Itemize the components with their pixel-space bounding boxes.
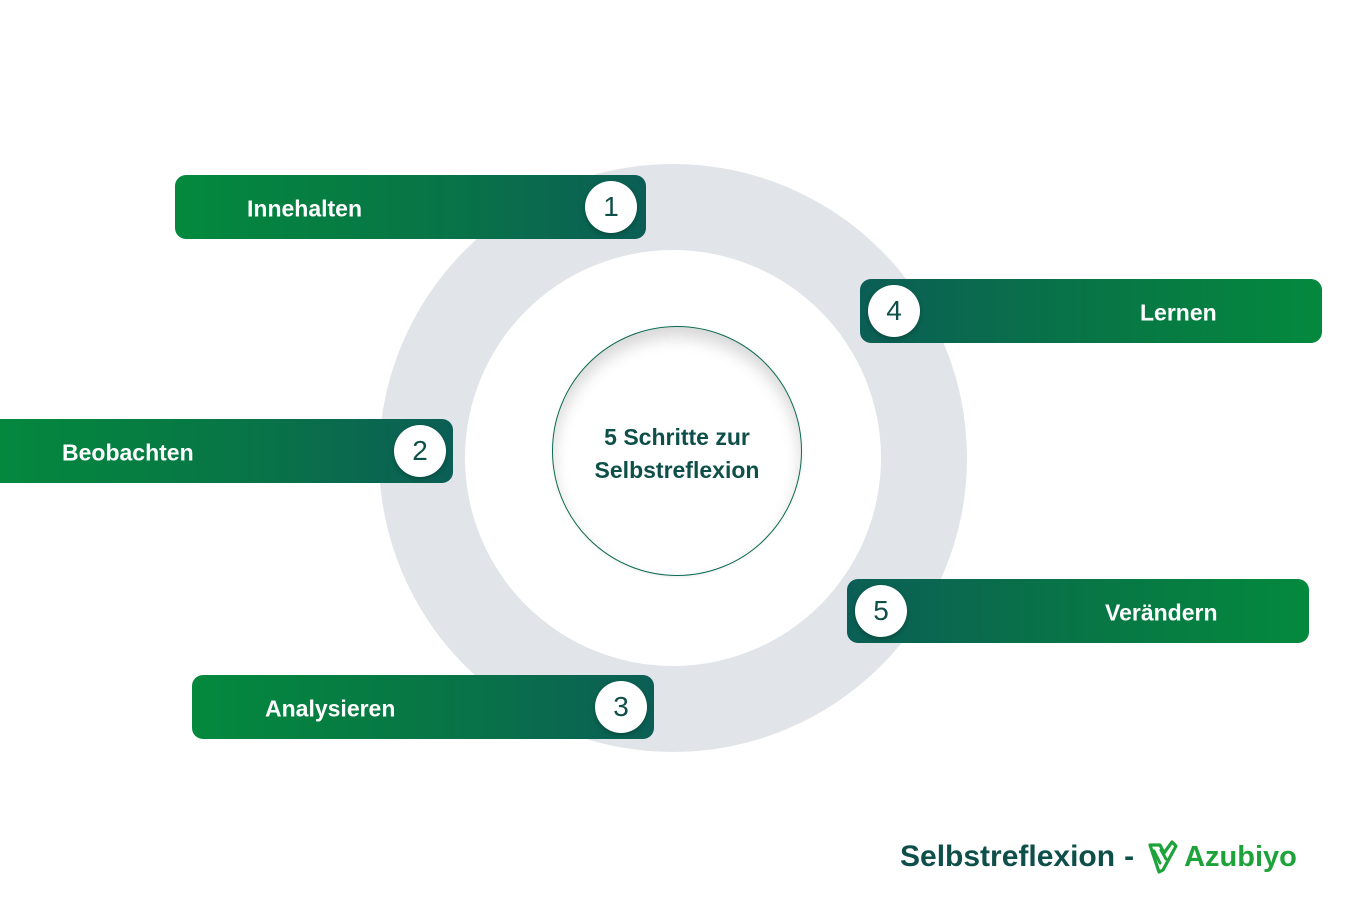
center-circle: 5 Schritte zur Selbstreflexion (552, 326, 802, 576)
step-label-2: Beobachten (62, 439, 194, 466)
footer-separator: - (1124, 840, 1135, 873)
step-number-3: 3 (595, 681, 647, 733)
step-pill-1: Innehalten 1 (175, 175, 646, 239)
step-number-2: 2 (394, 425, 446, 477)
step-pill-3: Analysieren 3 (192, 675, 654, 739)
footer-caption: Selbstreflexion - Azubiyo (900, 836, 1297, 878)
brand-name: Azubiyo (1184, 840, 1297, 873)
center-title: 5 Schritte zur Selbstreflexion (594, 424, 760, 483)
step-label-3: Analysieren (265, 695, 396, 722)
step-number-5: 5 (855, 585, 907, 637)
step-number-4: 4 (868, 285, 920, 337)
step-label-4: Lernen (1140, 299, 1217, 326)
step-pill-2: Beobachten 2 (0, 419, 453, 483)
step-number-1: 1 (585, 181, 637, 233)
step-pill-4: 4 Lernen (860, 279, 1322, 343)
azubiyo-logo-icon (1146, 839, 1178, 875)
footer-title: Selbstreflexion (900, 840, 1116, 873)
step-pill-5: 5 Verändern (847, 579, 1309, 643)
step-label-1: Innehalten (247, 195, 363, 222)
step-label-5: Verändern (1105, 599, 1218, 626)
